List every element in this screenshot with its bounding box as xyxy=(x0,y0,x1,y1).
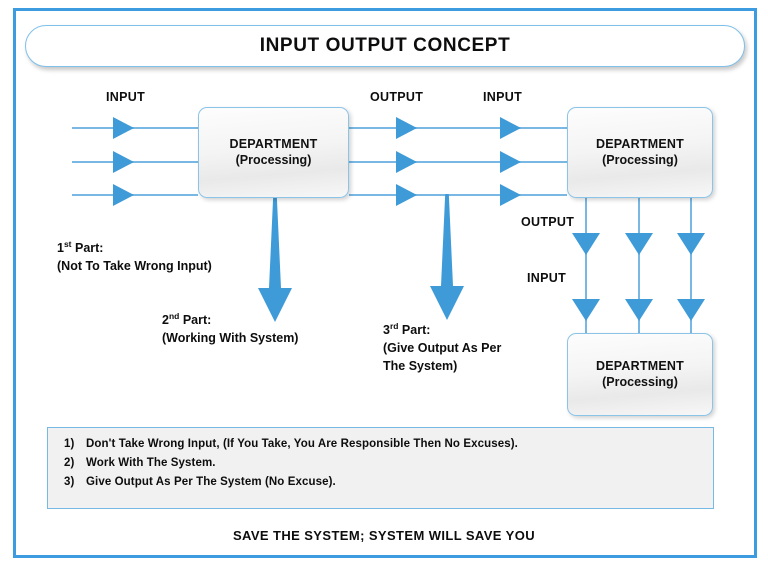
department-2-name: DEPARTMENT xyxy=(596,137,684,152)
rule-3-text: Give Output As Per The System (No Excuse… xyxy=(86,476,336,488)
arrow-down-out-col3 xyxy=(677,233,705,255)
rules-box: 1) Don't Take Wrong Input, (If You Take,… xyxy=(47,427,714,509)
rule-1-number: 1) xyxy=(64,438,75,450)
down-line-col2 xyxy=(638,198,640,335)
part-3-caption: 3rd Part: (Give Output As Per The System… xyxy=(383,320,501,376)
label-input-right: INPUT xyxy=(527,271,566,285)
rule-item-3: 3) Give Output As Per The System (No Exc… xyxy=(48,476,713,495)
department-box-1: DEPARTMENT (Processing) xyxy=(198,107,349,198)
flow-line-row1-seg2 xyxy=(349,127,567,129)
page-title: INPUT OUTPUT CONCEPT xyxy=(259,35,511,56)
rule-item-2: 2) Work With The System. xyxy=(48,457,713,476)
label-output-middle: OUTPUT xyxy=(370,90,424,104)
flow-line-row3-seg2 xyxy=(349,194,567,196)
flow-line-row2-seg1 xyxy=(72,161,198,163)
arrow-right-in1-row1 xyxy=(113,117,134,139)
part-2-detail: (Working With System) xyxy=(162,331,299,346)
tagline: SAVE THE SYSTEM; SYSTEM WILL SAVE YOU xyxy=(232,528,536,543)
part-3-heading: 3rd Part: xyxy=(383,321,431,338)
arrow-down-out-col2 xyxy=(625,233,653,255)
label-output-right: OUTPUT xyxy=(521,215,575,229)
part-3-detail-line2: The System) xyxy=(383,359,458,374)
department-3-name: DEPARTMENT xyxy=(596,359,684,374)
arrow-down-in-col2 xyxy=(625,299,653,321)
flow-line-row1-seg1 xyxy=(72,127,198,129)
label-input-left: INPUT xyxy=(106,90,145,104)
arrow-right-in2-row2 xyxy=(500,151,521,173)
arrow-right-out1-row3 xyxy=(396,184,417,206)
arrow-down-out-col1 xyxy=(572,233,600,255)
label-input-middle: INPUT xyxy=(483,90,522,104)
diagram-title-banner: INPUT OUTPUT CONCEPT xyxy=(25,25,745,67)
big-arrow-part3 xyxy=(430,194,464,320)
rule-2-text: Work With The System. xyxy=(86,457,216,469)
department-box-2: DEPARTMENT (Processing) xyxy=(567,107,713,198)
part-3-detail-line1: (Give Output As Per xyxy=(383,341,502,356)
flow-line-row2-seg2 xyxy=(349,161,567,163)
arrow-right-out1-row2 xyxy=(396,151,417,173)
arrow-down-in-col1 xyxy=(572,299,600,321)
department-1-name: DEPARTMENT xyxy=(229,137,318,152)
down-line-col3 xyxy=(690,198,692,335)
rule-1-text: Don't Take Wrong Input, (If You Take, Yo… xyxy=(86,438,518,450)
department-box-3: DEPARTMENT (Processing) xyxy=(567,333,713,416)
arrow-right-in2-row3 xyxy=(500,184,521,206)
rule-item-1: 1) Don't Take Wrong Input, (If You Take,… xyxy=(48,438,713,457)
arrow-right-in2-row1 xyxy=(500,117,521,139)
department-3-sub: (Processing) xyxy=(602,374,678,389)
flow-line-row3-seg1 xyxy=(72,194,198,196)
arrow-down-in-col3 xyxy=(677,299,705,321)
arrow-right-out1-row1 xyxy=(396,117,417,139)
down-line-col1 xyxy=(585,198,587,335)
big-arrow-part2 xyxy=(258,196,292,322)
department-1-sub: (Processing) xyxy=(235,152,312,167)
rule-2-number: 2) xyxy=(64,457,75,469)
part-2-heading: 2nd Part: xyxy=(162,311,212,328)
part-2-caption: 2nd Part: (Working With System) xyxy=(162,310,298,347)
part-1-caption: 1st Part: (Not To Take Wrong Input) xyxy=(57,238,212,275)
part-1-heading: 1st Part: xyxy=(57,239,104,256)
arrow-right-in1-row3 xyxy=(113,184,134,206)
part-1-detail: (Not To Take Wrong Input) xyxy=(57,259,212,274)
rule-3-number: 3) xyxy=(64,476,75,488)
department-2-sub: (Processing) xyxy=(602,152,678,167)
arrow-right-in1-row2 xyxy=(113,151,134,173)
